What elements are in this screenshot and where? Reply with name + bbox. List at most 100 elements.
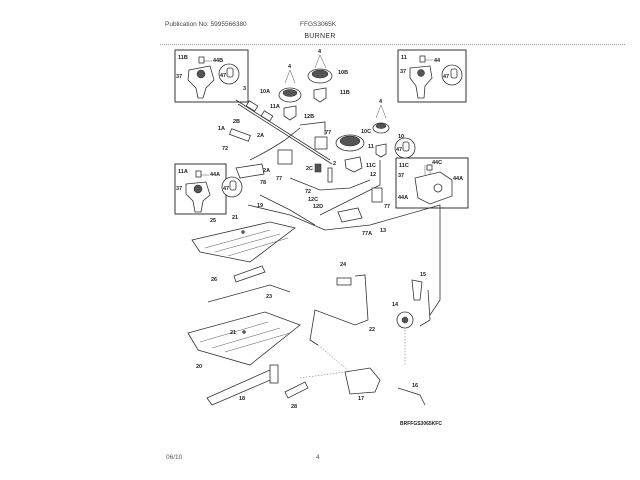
valve-port-icon — [417, 69, 425, 77]
callout-label: 24 — [340, 262, 347, 268]
callout-label: 72 — [222, 146, 228, 152]
callout-label: 2A — [257, 133, 264, 139]
shield-rib — [204, 229, 271, 249]
callout-label: 37 — [398, 173, 404, 179]
callout-label: 11B — [340, 90, 350, 96]
callout-label: 44A — [398, 195, 408, 201]
arrow-line — [380, 104, 387, 119]
callout-label: 47 — [443, 74, 449, 80]
callout-label: 21 — [232, 215, 238, 221]
callout-label: 72 — [305, 189, 311, 195]
bracket-15 — [411, 279, 423, 301]
callout-label: 44A — [453, 176, 463, 182]
callout-label: 17 — [358, 396, 364, 402]
section-title: BURNER — [304, 33, 336, 40]
screw-icon — [198, 56, 205, 64]
shield-rib — [211, 327, 281, 349]
callout-label: 11C — [366, 163, 376, 169]
inset-11A: 11A 44A 37 47 — [174, 163, 243, 215]
manifold-bar-edge — [237, 103, 333, 165]
burner-cap-icon — [311, 69, 329, 79]
callout-label: 21 — [230, 330, 236, 336]
burner-cap-icon — [375, 123, 387, 129]
callout-label: 18 — [239, 396, 245, 402]
manifold-bar — [235, 99, 331, 161]
callout-label: 44C — [432, 160, 442, 166]
bracket-77A — [337, 207, 363, 223]
callout-label: 47 — [220, 73, 226, 79]
callout-label: 14 — [392, 302, 399, 308]
diagram-code: BRFFGS3065KFC — [400, 421, 442, 427]
orifice-icon — [450, 68, 458, 79]
screw-21-icon — [241, 230, 245, 234]
tube-main — [319, 160, 381, 216]
arrow-line — [314, 54, 321, 69]
screw-icon — [426, 164, 433, 171]
valve-17 — [344, 367, 381, 395]
inset-11B: 11B 44B 37 47 — [174, 49, 249, 103]
callout-label: 12D — [313, 204, 323, 210]
orifice-icon — [402, 141, 410, 152]
arrow-line — [284, 69, 291, 84]
inset-11: 11 44 37 47 — [397, 49, 467, 103]
callout-label: 37 — [176, 186, 182, 192]
callout-label: 2B — [233, 119, 240, 125]
callout-label: 20 — [196, 364, 202, 370]
shield-25 — [191, 221, 296, 263]
callout-label: 12C — [308, 197, 318, 203]
arrow-line — [375, 104, 382, 119]
inset-label: 11B — [178, 55, 188, 61]
valve-11C — [344, 156, 363, 173]
callout-label: 12B — [304, 114, 314, 120]
shield-rib — [199, 321, 269, 343]
callout-label: 37 — [400, 69, 406, 75]
manifold-block-icon — [414, 171, 453, 205]
valve-11 — [375, 143, 387, 158]
callout-label: 77 — [325, 130, 331, 136]
inset-label: 11A — [178, 169, 188, 175]
bracket-icon — [260, 110, 274, 122]
igniter-2-icon — [327, 167, 333, 183]
callout-label: 77A — [362, 231, 372, 237]
shield-rib — [224, 332, 291, 353]
callout-label: 3 — [243, 86, 246, 92]
burner-shield-20: 21 20 18 28 17 16 — [187, 311, 426, 410]
callout-label: 16 — [412, 383, 418, 389]
inset-label: 11C — [399, 163, 409, 169]
valve-icon — [185, 181, 211, 213]
bracket-23 — [207, 284, 291, 303]
gas-line-13 — [247, 204, 441, 316]
valve-11B — [313, 87, 327, 103]
port-icon — [433, 183, 443, 193]
callout-label: 77 — [384, 204, 390, 210]
igniter-2C-icon — [314, 163, 322, 173]
assembly-guide-line — [317, 344, 351, 373]
callout-label: 2C — [306, 166, 313, 172]
manifold-assembly: 3 1A 2B 2A 72 12B 77 12A 78 77 2C 2 72 1… — [218, 86, 441, 316]
model-number: FFGS3065K — [300, 21, 337, 28]
valve-group: 24 22 14 15 — [309, 262, 431, 365]
callout-label: 10C — [361, 129, 371, 135]
callout-label: 77 — [276, 176, 282, 182]
callout-label: 10B — [338, 70, 348, 76]
bracket-78 — [235, 163, 265, 179]
callout-label: 4 — [288, 64, 292, 70]
callout-label: 1A — [218, 126, 225, 132]
burner-shield-25: 25 21 26 23 — [191, 215, 296, 303]
valve-icon — [187, 65, 215, 99]
page-number: 4 — [316, 454, 320, 461]
spreader-26 — [233, 265, 266, 283]
callout-label: 13 — [380, 228, 386, 234]
assembly-guide-line — [299, 371, 346, 379]
tube-12B — [299, 121, 326, 135]
valve-icon — [409, 65, 433, 99]
callout-label: 4 — [379, 99, 383, 105]
bracket-77 — [277, 149, 293, 165]
gas-line-22 — [309, 274, 369, 346]
spreader-bracket — [269, 364, 279, 384]
callout-label: 26 — [211, 277, 217, 283]
valve-11A — [283, 105, 297, 121]
callout-label: 23 — [266, 294, 272, 300]
callout-label: 12A — [260, 168, 270, 174]
